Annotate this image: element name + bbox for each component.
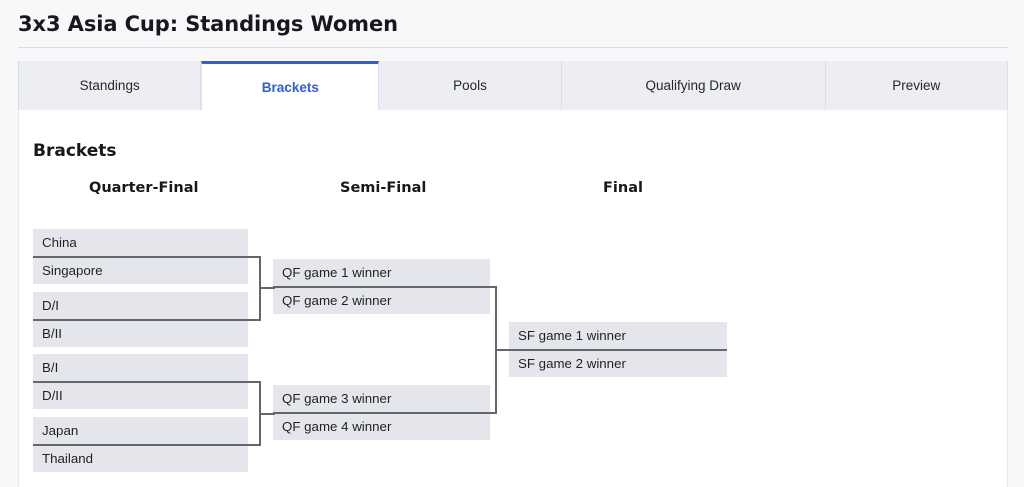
bracket-slot[interactable]: China [33, 229, 248, 256]
bracket-connector-line [509, 349, 727, 351]
round-heading-semi-final: Semi-Final [340, 180, 427, 196]
tab-preview[interactable]: Preview [825, 61, 1008, 110]
tab-qualifying-draw[interactable]: Qualifying Draw [561, 61, 826, 110]
bracket-slot[interactable]: D/I [33, 292, 248, 319]
section-title: Brackets [33, 141, 117, 161]
tab-brackets[interactable]: Brackets [201, 61, 380, 110]
bracket-slot[interactable]: Singapore [33, 257, 248, 284]
tab-pools[interactable]: Pools [379, 61, 562, 110]
round-heading-final: Final [603, 180, 643, 196]
tab-label: Pools [453, 78, 487, 93]
tab-standings[interactable]: Standings [18, 61, 202, 110]
bracket-tree: China Singapore D/I B/II B/I D/II Japan … [19, 110, 1009, 487]
bracket-slot[interactable]: QF game 2 winner [273, 287, 490, 314]
bracket-slot[interactable]: SF game 2 winner [509, 350, 727, 377]
bracket-connector-line [259, 287, 275, 289]
tab-label: Brackets [261, 79, 319, 95]
bracket-connector-line [273, 412, 497, 414]
bracket-connector-line [33, 319, 261, 321]
bracket-connector-line [495, 349, 511, 351]
bracket-slot[interactable]: QF game 4 winner [273, 413, 490, 440]
bracket-slot[interactable]: Thailand [33, 445, 248, 472]
bracket-slot[interactable]: QF game 3 winner [273, 385, 490, 412]
bracket-connector-line [33, 381, 261, 383]
tab-label: Standings [79, 78, 140, 93]
header-divider [18, 47, 1008, 48]
bracket-slot[interactable]: SF game 1 winner [509, 322, 727, 349]
bracket-connector-line [33, 256, 261, 258]
bracket-connector-line [273, 286, 497, 288]
tab-bar: Standings Brackets Pools Qualifying Draw… [18, 61, 1008, 110]
bracket-slot[interactable]: B/I [33, 354, 248, 381]
page-title: 3x3 Asia Cup: Standings Women [18, 12, 398, 36]
bracket-slot[interactable]: QF game 1 winner [273, 259, 490, 286]
tab-label: Preview [892, 78, 941, 93]
brackets-panel: Brackets Quarter-Final Semi-Final Final … [18, 110, 1008, 487]
bracket-connector-line [259, 413, 275, 415]
page-header: 3x3 Asia Cup: Standings Women [0, 0, 1024, 49]
bracket-slot[interactable]: Japan [33, 417, 248, 444]
bracket-slot[interactable]: D/II [33, 382, 248, 409]
round-heading-quarter-final: Quarter-Final [89, 180, 199, 196]
bracket-connector-line [33, 444, 261, 446]
bracket-slot[interactable]: B/II [33, 320, 248, 347]
tab-label: Qualifying Draw [645, 78, 741, 93]
